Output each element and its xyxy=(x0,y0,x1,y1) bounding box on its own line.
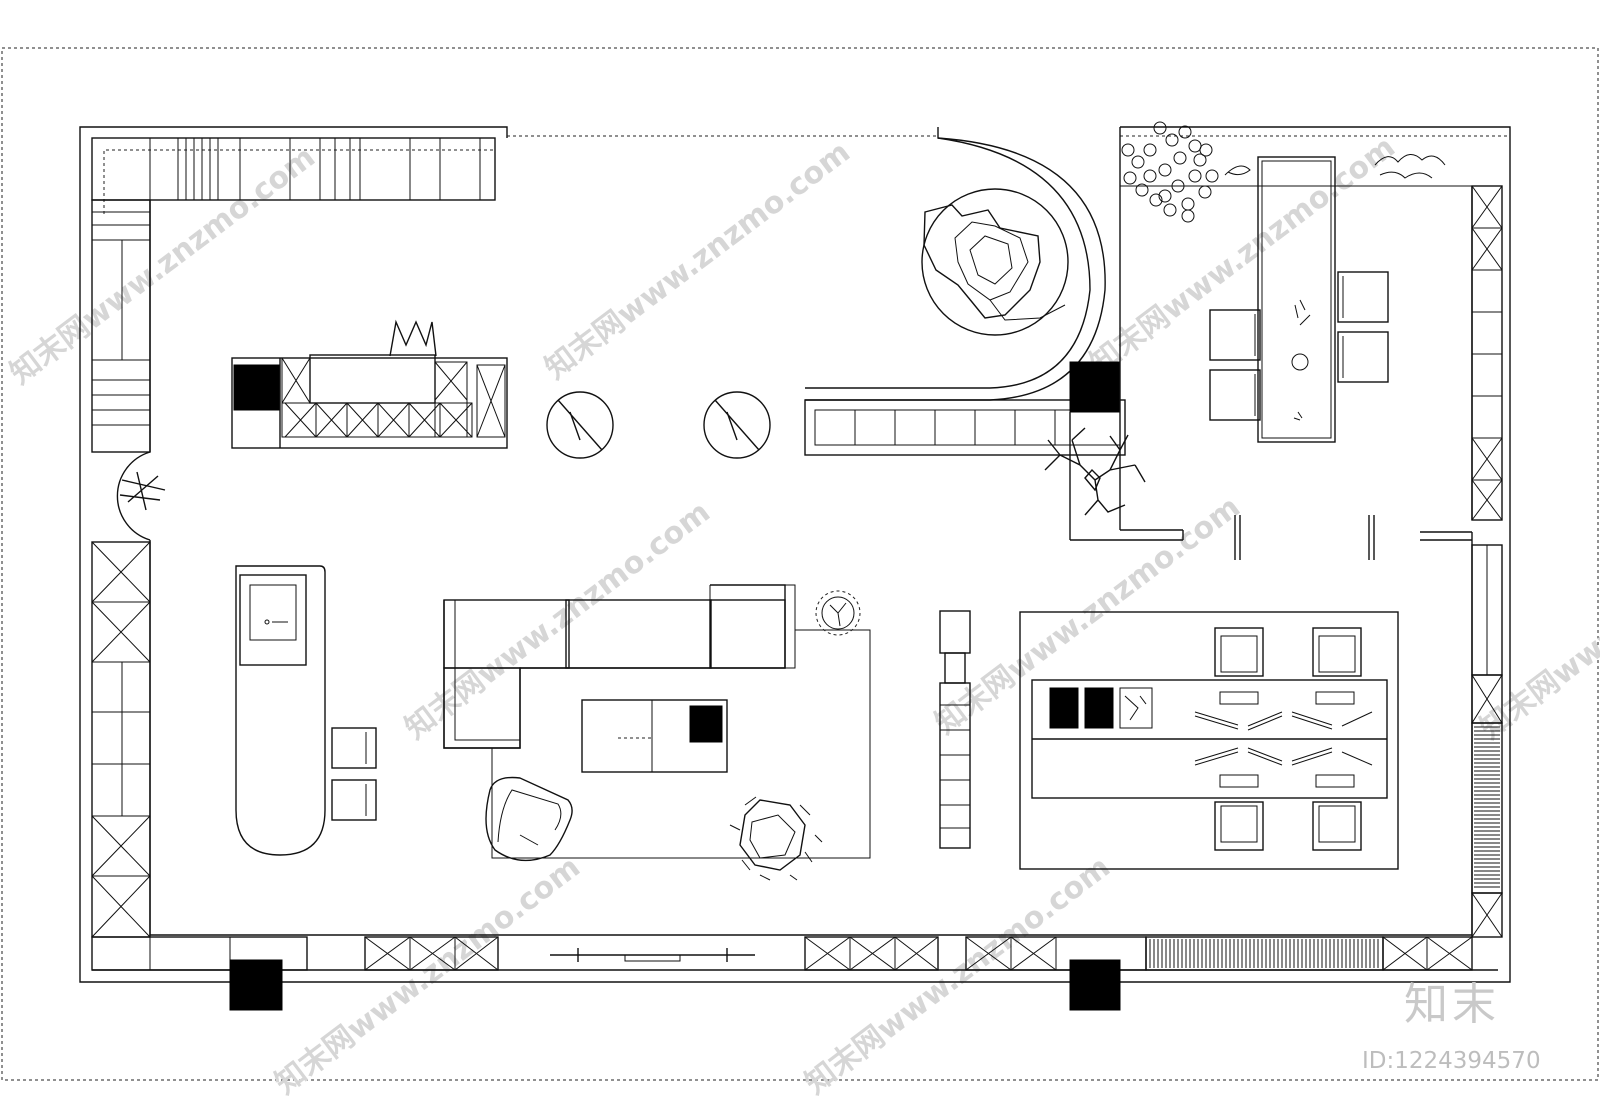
dining-table-icon xyxy=(729,796,823,881)
id-watermark: ID:1224394570 xyxy=(1362,1048,1541,1074)
watermark-text: 知末网www.znzmo.com xyxy=(539,135,857,387)
bar-counter xyxy=(235,565,326,856)
pendant-light-icon xyxy=(703,391,771,459)
armchair-icon xyxy=(1209,271,1389,421)
watermark-text: 知末网www.znzmo.com xyxy=(269,850,587,1101)
rock-sculpture-icon xyxy=(923,204,1041,319)
planter-partition xyxy=(1069,127,1472,541)
rug-outline xyxy=(491,629,871,859)
floor-lamp-icon xyxy=(815,590,861,636)
cooktop-icon xyxy=(389,319,437,357)
conference-area xyxy=(1019,611,1399,870)
display-stand xyxy=(939,610,971,849)
curved-display-wall xyxy=(805,127,1106,401)
watermark-text: 知末网www.znzmo.com xyxy=(4,140,322,392)
logo-watermark: 知末 xyxy=(1404,979,1500,1030)
ceiling-fan-icon xyxy=(116,451,166,541)
wall-cabinet-bottom xyxy=(91,936,1473,971)
sheet-border xyxy=(1,47,1599,1081)
radiator-icon xyxy=(1474,726,1500,888)
wall-cabinet-left xyxy=(91,541,151,938)
coffee-table xyxy=(581,699,728,773)
watermark-text: 知末网www.znzmo.com xyxy=(1084,130,1402,382)
radiator-icon xyxy=(1149,939,1379,968)
column-icon xyxy=(1069,361,1121,413)
dining-table-icon xyxy=(1257,156,1336,443)
watermark-layer: 知末网www.znzmo.com 知末网www.znzmo.com 知末网www… xyxy=(4,130,1600,1101)
column-icon xyxy=(229,959,283,1011)
kitchen-counter xyxy=(231,319,508,449)
armchair-icon xyxy=(485,776,573,862)
wall-cabinet-top-left xyxy=(91,137,496,453)
plant-icon xyxy=(1121,121,1446,223)
watermark-text: 知末网www.znzmo.com xyxy=(799,850,1117,1101)
tree-icon xyxy=(1044,427,1146,516)
wall-cabinet-right xyxy=(1420,185,1503,938)
watermark-text: 知末网www.znzmo.com xyxy=(399,495,717,747)
bar-stool-icon xyxy=(331,727,377,821)
pendant-light-icon xyxy=(546,391,614,459)
sofa-icon xyxy=(443,584,796,749)
column-icon xyxy=(1069,959,1121,1011)
sink-icon xyxy=(249,584,297,641)
